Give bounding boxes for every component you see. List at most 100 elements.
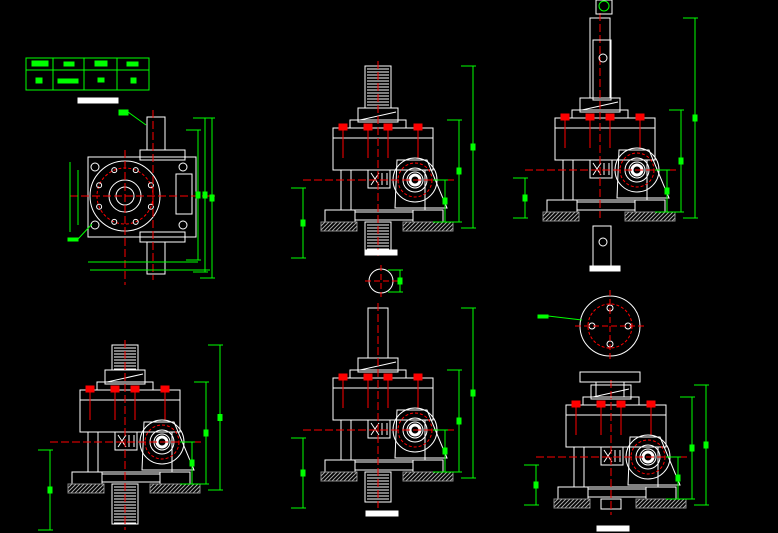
hatch-line <box>568 498 579 509</box>
hatch-line <box>152 483 163 494</box>
hatch-line <box>339 221 350 232</box>
hatch-line <box>425 471 436 482</box>
hatch-line <box>667 213 676 222</box>
dimension-text <box>195 191 201 199</box>
hatch-line <box>149 483 159 493</box>
leader-line <box>547 315 583 321</box>
view-title-label <box>77 97 119 104</box>
bolt-head <box>571 400 581 408</box>
hatch-line <box>647 211 658 222</box>
hatch-line <box>320 221 330 231</box>
dimension-text <box>47 486 53 494</box>
hatch-line <box>417 221 428 232</box>
hatch-line <box>331 221 342 232</box>
dimension-text <box>217 414 223 421</box>
view-label <box>364 249 398 256</box>
hatch-line <box>654 498 665 509</box>
hatch-line <box>545 211 556 222</box>
hatch-line <box>576 498 587 509</box>
hatch-line <box>564 498 575 509</box>
hatch-line <box>655 211 666 222</box>
mounting-hole <box>178 162 188 172</box>
hatch-line <box>569 211 580 222</box>
hatch-line <box>646 498 657 509</box>
bolt-head <box>160 385 170 393</box>
base-plate <box>576 201 636 211</box>
input-shaft-top <box>146 116 166 151</box>
hatch-line <box>441 471 452 482</box>
hatch-line <box>429 471 440 482</box>
hatch-line <box>67 483 73 489</box>
dimension-text <box>209 194 215 202</box>
hatch-line <box>670 498 681 509</box>
hatch-line <box>650 498 661 509</box>
dimension-text <box>203 429 209 437</box>
hatch-line <box>671 217 676 222</box>
leader-text <box>67 237 79 242</box>
hatch-line <box>573 215 580 222</box>
base-foot-left <box>324 459 356 473</box>
hatch-line <box>662 498 673 509</box>
gear-housing <box>394 159 448 209</box>
hatched-base <box>149 483 201 494</box>
dimension-text <box>202 191 208 199</box>
dimension-text <box>300 219 306 227</box>
hatch-line <box>678 500 687 509</box>
view-title-label <box>589 265 621 272</box>
hatch-line <box>78 483 89 494</box>
hatch-line <box>355 479 358 482</box>
shaft-end-top <box>595 0 613 15</box>
bolt-hole <box>111 218 118 225</box>
bolt-head <box>338 123 348 131</box>
leader-line <box>77 223 93 240</box>
title-block-text <box>130 77 137 84</box>
dimension-text <box>442 197 448 205</box>
hatch-line <box>90 483 101 494</box>
nameplate-mark <box>370 422 388 436</box>
front-view-screw-through <box>291 61 476 259</box>
view-label-2 <box>365 510 399 517</box>
title-block-text <box>35 77 43 84</box>
bolt-head <box>605 113 615 121</box>
shaft-end-circle <box>598 0 610 12</box>
bolt-hole <box>96 182 103 189</box>
bolt-head <box>413 123 423 131</box>
hatch-line <box>577 219 580 222</box>
hatch-line <box>320 221 326 227</box>
hatch-line <box>149 483 155 489</box>
base-foot-left <box>71 471 103 485</box>
top-plate <box>579 371 641 383</box>
bolt-head <box>85 385 95 393</box>
hatched-base <box>402 221 454 232</box>
leader-text <box>118 109 129 116</box>
hatch-line <box>180 483 191 494</box>
title-block-text <box>57 78 79 84</box>
bearing-cap-top <box>139 149 186 161</box>
hatch-line <box>682 504 687 509</box>
hatch-line <box>638 498 649 509</box>
hatch-line <box>666 498 677 509</box>
hatch-line <box>651 211 662 222</box>
dimension-text <box>533 481 539 489</box>
flange-detail <box>537 290 645 532</box>
base-foot-right <box>159 471 191 485</box>
hatch-line <box>86 483 97 494</box>
hatch-line <box>347 471 358 482</box>
front-view-flange-top <box>524 380 709 515</box>
hatch-line <box>588 506 591 509</box>
title-block-frame <box>25 57 150 91</box>
leader-text <box>537 314 549 319</box>
front-view-travelling-nut <box>513 13 698 222</box>
dimension-text <box>678 157 684 165</box>
bolt-head <box>363 373 373 381</box>
gear-housing <box>394 409 448 459</box>
hatch-line <box>635 498 641 504</box>
nameplate-mark <box>370 172 388 186</box>
bolt-hole <box>132 167 139 174</box>
nameplate <box>367 419 391 439</box>
dimension-text <box>456 417 462 425</box>
shaft-details <box>365 0 621 297</box>
hatch-line <box>560 498 571 509</box>
hatch-line <box>553 211 564 222</box>
hatch-line <box>565 211 576 222</box>
